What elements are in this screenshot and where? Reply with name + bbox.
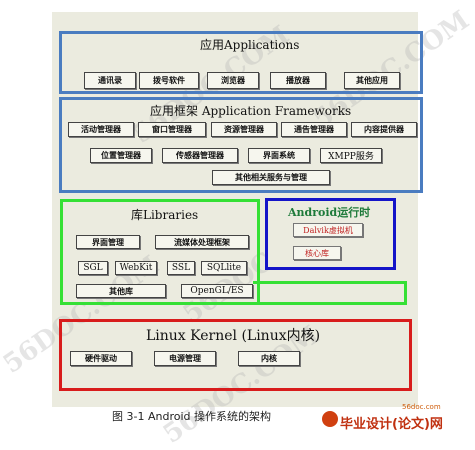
framework-item: 窗口管理器 xyxy=(138,122,206,137)
library-item: OpenGL/ES xyxy=(181,284,253,298)
library-item: 流媒体处理框架 xyxy=(155,235,249,249)
app-item: 播放器 xyxy=(270,72,326,89)
logo-text: 毕业设计(论文)网 xyxy=(340,417,443,432)
android-runtime-layer: Android运行时 Dalvik虚拟机 核心库 xyxy=(265,198,396,270)
applications-layer: 应用Applications 通讯录 拨号软件 浏览器 播放器 其他应用 xyxy=(59,31,423,94)
kernel-layer: Linux Kernel (Linux内核) 硬件驱动 电源管理 内核 xyxy=(59,319,412,391)
figure-caption: 图 3-1 Android 操作系统的架构 xyxy=(112,410,271,423)
library-item: SGL xyxy=(78,261,108,275)
library-item: SSL xyxy=(167,261,195,275)
runtime-item: 核心库 xyxy=(293,246,341,260)
framework-item: 界面系统 xyxy=(248,148,310,163)
framework-item: 其他相关服务与管理 xyxy=(212,170,330,185)
framework-item: 位置管理器 xyxy=(90,148,152,163)
kernel-item: 内核 xyxy=(238,351,300,366)
library-item: 其他库 xyxy=(76,284,166,298)
app-item: 拨号软件 xyxy=(139,72,199,89)
framework-item: 内容提供器 xyxy=(351,122,417,137)
framework-item: 通告管理器 xyxy=(281,122,347,137)
app-item: 其他应用 xyxy=(344,72,400,89)
library-item: SQLlite xyxy=(201,261,247,275)
kernel-item: 硬件驱动 xyxy=(70,351,132,366)
libraries-layer: 库Libraries 界面管理 流媒体处理框架 SGL WebKit SSL S… xyxy=(60,199,260,305)
android-runtime-title: Android运行时 xyxy=(288,206,371,219)
kernel-title: Linux Kernel (Linux内核) xyxy=(146,328,321,344)
framework-item: 传感器管理器 xyxy=(162,148,238,163)
app-item: 浏览器 xyxy=(207,72,259,89)
logo-url: 56doc.com xyxy=(402,403,441,411)
libraries-title: 库Libraries xyxy=(131,208,199,222)
framework-item: 资源管理器 xyxy=(211,122,277,137)
libraries-layer-extension xyxy=(253,281,407,305)
app-item: 通讯录 xyxy=(84,72,136,89)
frameworks-layer: 应用框架 Application Frameworks 活动管理器 窗口管理器 … xyxy=(59,97,423,193)
applications-title: 应用Applications xyxy=(200,38,300,52)
framework-item: XMPP服务 xyxy=(320,148,382,163)
library-item: WebKit xyxy=(115,261,157,275)
kernel-item: 电源管理 xyxy=(154,351,216,366)
library-item: 界面管理 xyxy=(76,235,140,249)
frameworks-title: 应用框架 Application Frameworks xyxy=(150,104,352,118)
logo-mark-icon xyxy=(322,411,338,427)
runtime-item: Dalvik虚拟机 xyxy=(293,223,363,237)
site-logo: 56doc.com 毕业设计(论文)网 xyxy=(322,403,472,433)
framework-item: 活动管理器 xyxy=(68,122,134,137)
